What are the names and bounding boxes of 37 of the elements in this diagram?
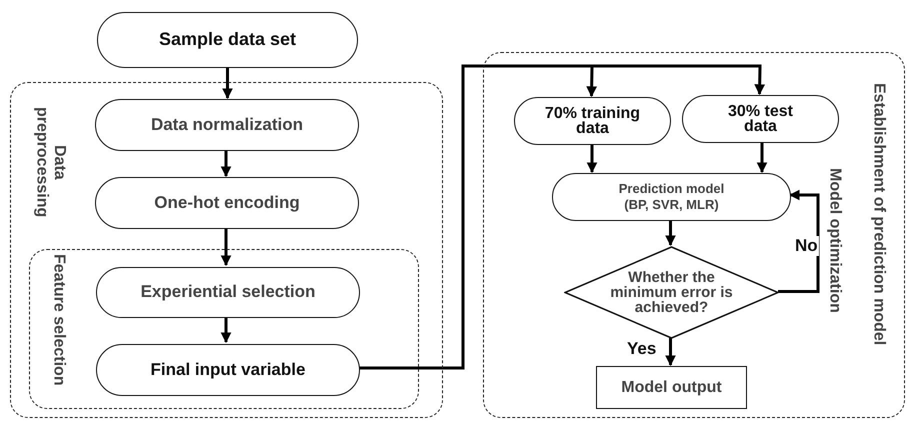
group-heading: Establishment of prediction model [870, 83, 888, 346]
output-box [596, 366, 747, 409]
node-text: Sample data set [158, 29, 296, 51]
arrow [220, 150, 232, 178]
node-text: 70% training data [544, 106, 642, 136]
arrow [665, 220, 676, 246]
arrow [756, 142, 768, 174]
rounded-process-box [682, 95, 839, 143]
group-heading: Feature selection [50, 254, 68, 386]
rounded-process-box [95, 99, 359, 151]
dashed-group-frame [10, 82, 443, 418]
arrow [586, 144, 598, 174]
rounded-process-box [96, 267, 360, 318]
node-text: One-hot encoding [154, 192, 300, 214]
node-text: 30% test data [727, 104, 794, 134]
rounded-process-box [95, 177, 359, 229]
node-text: Model output [621, 378, 722, 398]
rounded-process-box [552, 173, 791, 221]
edge-label: No [794, 236, 819, 256]
group-heading: Data preprocessing [33, 106, 68, 220]
arrow [665, 338, 676, 366]
rounded-process-box [514, 97, 671, 145]
arrow [220, 316, 232, 344]
node-text: Whether the minimum error is achieved? [609, 270, 734, 315]
arrow [220, 228, 232, 266]
arrow [222, 68, 233, 100]
arrow [778, 190, 820, 293]
node-text: Final input variable [150, 360, 306, 380]
decision-diamond [564, 246, 779, 339]
side-label: Model optimization [826, 168, 844, 313]
node-text: (BP, SVR, MLR) [624, 197, 719, 213]
dashed-group-frame [483, 52, 905, 418]
rounded-process-box [96, 344, 360, 396]
node-text: Prediction model [618, 181, 724, 197]
node-text: Experiential selection [140, 282, 316, 303]
dashed-group-frame [29, 249, 419, 409]
node-text: Data normalization [150, 114, 304, 136]
